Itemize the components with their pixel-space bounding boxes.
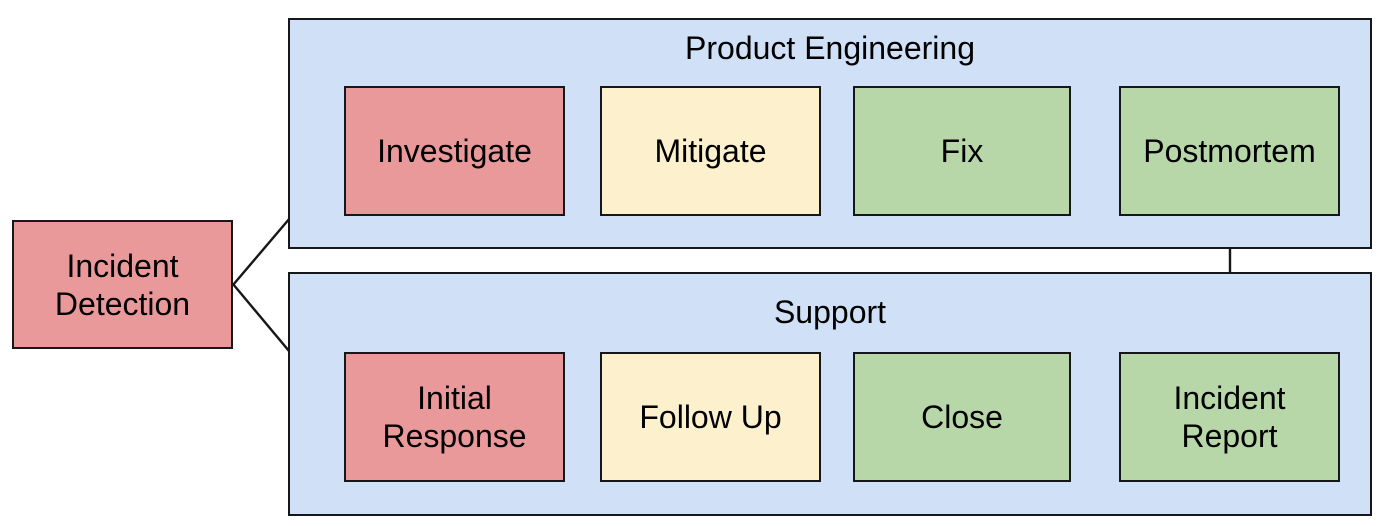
node-follow-up[interactable]: Follow Up — [600, 352, 821, 482]
node-investigate[interactable]: Investigate — [344, 86, 565, 216]
node-incident-report[interactable]: Incident Report — [1119, 352, 1340, 482]
node-label: Fix — [940, 133, 984, 169]
node-initial-response[interactable]: Initial Response — [344, 352, 565, 482]
node-close[interactable]: Close — [853, 352, 1071, 482]
node-incident-detection[interactable]: Incident Detection — [12, 220, 233, 349]
node-label: Initial Response — [382, 380, 527, 454]
node-fix[interactable]: Fix — [853, 86, 1071, 216]
node-label: Incident Report — [1173, 380, 1286, 454]
node-label: Follow Up — [639, 399, 782, 435]
node-postmortem[interactable]: Postmortem — [1119, 86, 1340, 216]
node-label: Mitigate — [654, 133, 767, 169]
node-label: Postmortem — [1143, 133, 1316, 169]
node-label: Close — [921, 399, 1003, 435]
node-label: Investigate — [377, 133, 532, 169]
node-mitigate[interactable]: Mitigate — [600, 86, 821, 216]
node-label: Incident Detection — [54, 247, 191, 322]
swimlane-title: Support — [773, 294, 887, 330]
swimlane-title: Product Engineering — [685, 30, 975, 66]
